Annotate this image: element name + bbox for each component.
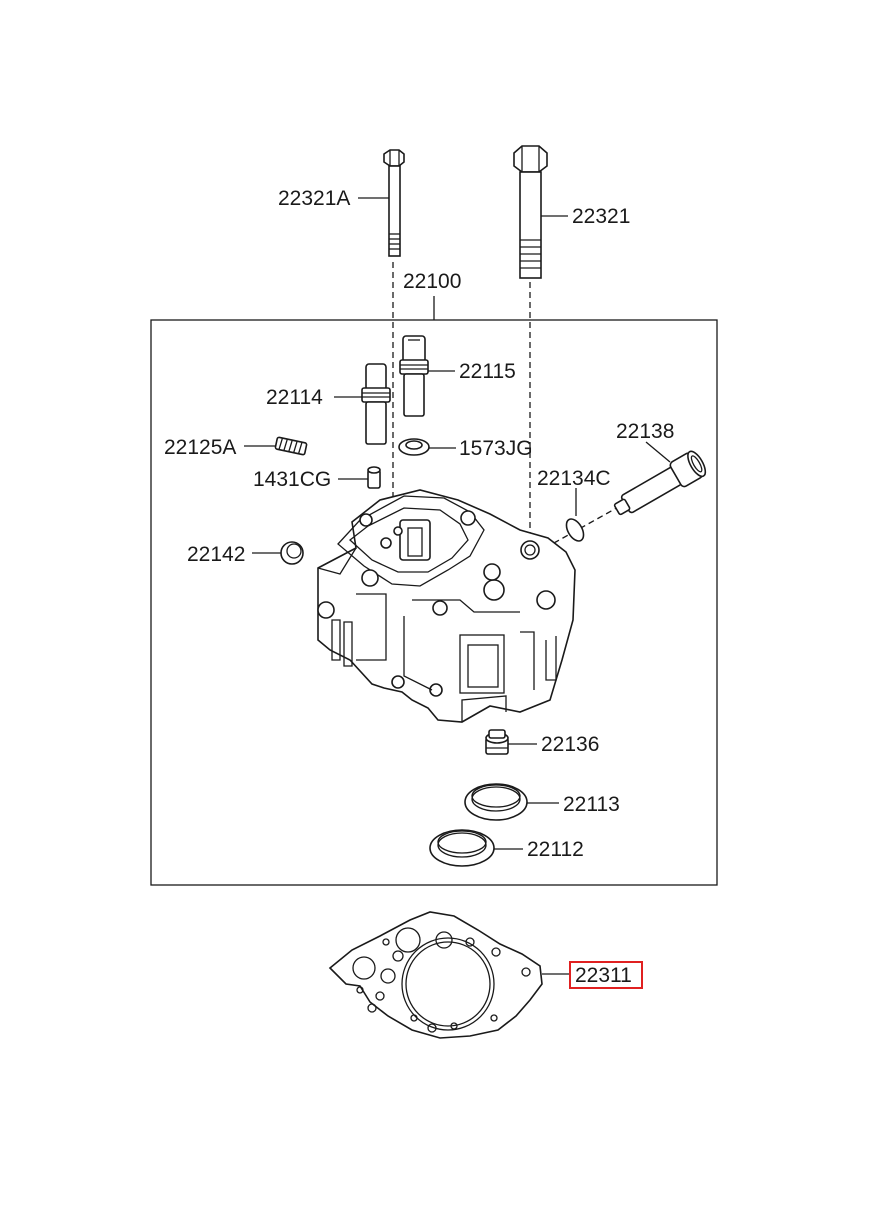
label-22136: 22136 xyxy=(541,733,599,756)
bolt-22321[interactable] xyxy=(513,145,548,279)
label-22114: 22114 xyxy=(266,386,323,409)
label-22134c: 22134C xyxy=(537,467,611,490)
label-1431cg: 1431CG xyxy=(253,468,331,491)
bolt-22321a[interactable] xyxy=(383,149,405,257)
valve-seat-22113[interactable] xyxy=(464,783,528,821)
cylinder-head-22100[interactable] xyxy=(317,489,576,723)
label-22321: 22321 xyxy=(572,205,630,228)
label-22112: 22112 xyxy=(527,838,584,861)
stud-22125a[interactable] xyxy=(274,436,308,456)
o-ring-22134c[interactable] xyxy=(563,516,587,544)
valve-guide-22114[interactable] xyxy=(361,363,391,445)
injector-sleeve-22138[interactable] xyxy=(610,449,709,522)
highlight-box-22311 xyxy=(569,961,643,989)
label-22113: 22113 xyxy=(563,793,620,816)
pin-1431cg[interactable] xyxy=(367,466,381,489)
label-22142: 22142 xyxy=(187,543,245,566)
washer-1573jg[interactable] xyxy=(398,438,430,456)
label-22100: 22100 xyxy=(403,270,461,293)
head-gasket-22311[interactable] xyxy=(328,911,543,1039)
plug-22142[interactable] xyxy=(280,541,304,565)
leader-22138 xyxy=(645,441,671,463)
label-22125a: 22125A xyxy=(164,436,236,459)
label-22321a: 22321A xyxy=(278,187,350,210)
label-1573jg: 1573JG xyxy=(459,437,533,460)
plug-22136[interactable] xyxy=(485,729,509,755)
valve-seat-22112[interactable] xyxy=(429,829,495,867)
label-22138: 22138 xyxy=(616,420,674,443)
valve-guide-22115[interactable] xyxy=(399,335,429,417)
alignment-line-injector xyxy=(544,504,623,549)
label-22115: 22115 xyxy=(459,360,516,383)
label-22311[interactable]: 22311 xyxy=(575,964,632,987)
